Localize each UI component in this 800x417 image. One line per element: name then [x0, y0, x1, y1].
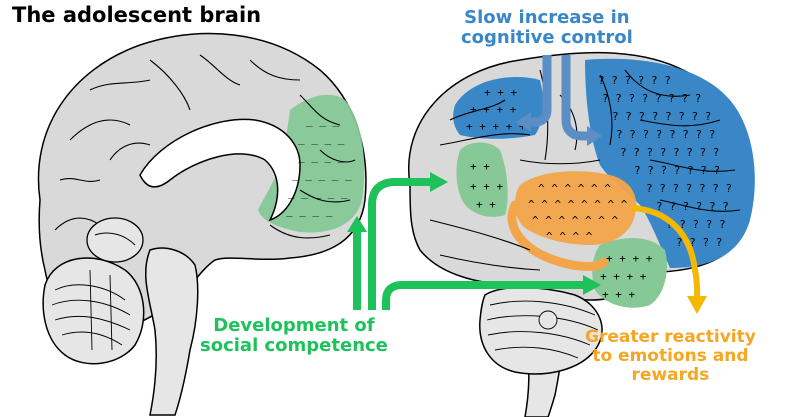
limbic-symbols: ^ ^ ^ ^ ^ ^ ^ ^ ^ ^ ^ ^ ^ ^ ^ ^ ^ ^ ^ ^ …: [528, 182, 628, 243]
svg-text:+ +: + +: [476, 198, 496, 211]
corpus-callosum: [139, 118, 301, 222]
social-arrow-lower-right: [382, 281, 585, 310]
sagittal-sulci: [54, 54, 356, 239]
sagittal-brainstem: [144, 247, 199, 416]
cognitive-arrow-right: [561, 55, 590, 141]
svg-text:_ _ _ _: _ _ _ _: [298, 132, 345, 145]
svg-text:? ? ? ? ? ? ? ?: ? ? ? ? ? ? ? ?: [602, 92, 701, 105]
svg-text:? ? ? ? ? ?: ? ? ? ? ? ?: [598, 74, 671, 87]
cognitive-label-line-2: cognitive control: [461, 27, 633, 49]
cerebellum-folia: [51, 269, 131, 351]
emotion-arrow: [631, 205, 707, 314]
svg-text:+ +: + +: [470, 160, 490, 173]
svg-text:_ _ _ _: _ _ _ _: [286, 204, 333, 217]
diagram-title: The adolescent brain: [12, 3, 262, 27]
cognitive-control-label: Slow increase in cognitive control: [461, 7, 633, 49]
svg-text:_ _ _ _ _: _ _ _ _ _: [288, 186, 348, 199]
social-arrow-upper-right: [368, 178, 432, 310]
anterior-temporal-symbols: + + + + + + + + + + +: [600, 252, 653, 301]
social-competence-label: Development of social competence: [200, 315, 388, 357]
limbic-region: [514, 171, 637, 245]
social-label-line-1: Development of: [213, 315, 375, 336]
svg-text:+ + + +: + + + +: [600, 270, 647, 283]
emotion-label-line-1: Greater reactivity: [585, 327, 756, 347]
temporo-parietal-symbols: + + + + + + +: [470, 160, 503, 211]
svg-text:+ + +: + + +: [602, 288, 635, 301]
social-arrows: [347, 172, 601, 310]
parietal-symbols: + + + + + + + + + + + +: [466, 86, 526, 133]
svg-text:? ? ? ? ? ? ? ?: ? ? ? ? ? ? ? ?: [620, 146, 719, 159]
svg-text:_ _ _: _ _ _: [306, 114, 339, 127]
emotion-label-line-3: rewards: [631, 365, 710, 386]
sagittal-brain: _ _ _ _ _ _ _ _ _ _ _ _ _ _ _ _ _ _ _ _ …: [37, 32, 367, 416]
svg-text:? ? ? ? ? ? ? ?: ? ? ? ? ? ? ? ?: [612, 110, 711, 123]
lateral-cerebellum-folia: [486, 300, 599, 359]
emotional-reactivity-label: Greater reactivity to emotions and rewar…: [585, 327, 756, 386]
svg-text:+ + + +: + + + +: [470, 103, 517, 116]
svg-text:? ? ? ? ? ? ?: ? ? ? ? ? ? ?: [646, 182, 732, 195]
cognitive-arrows: [516, 55, 602, 146]
temporo-parietal-region: [456, 142, 508, 217]
svg-text:^ ^ ^ ^ ^ ^: ^ ^ ^ ^ ^ ^: [538, 182, 611, 195]
svg-text:+ + +: + + +: [484, 86, 517, 99]
svg-text:+ + + + +: + + + + +: [466, 120, 526, 133]
thalamus: [86, 217, 144, 263]
svg-text:+ + +: + + +: [470, 180, 503, 193]
sagittal-cerebellum: [42, 257, 145, 365]
emotion-arrow-curve: [631, 205, 701, 301]
lateral-cerebellum: [479, 286, 603, 375]
emotion-label-line-2: to emotions and: [592, 346, 749, 367]
lateral-sulci: [429, 69, 741, 271]
cognitive-arrow-left: [528, 55, 552, 127]
lateral-brain: ? ? ? ? ? ? ? ? ? ? ? ? ? ? ? ? ? ? ? ? …: [408, 51, 755, 417]
svg-text:^ ^ ^ ^ ^ ^ ^: ^ ^ ^ ^ ^ ^ ^: [532, 214, 618, 227]
limbic-arc: [507, 200, 609, 271]
svg-text:^ ^ ^ ^ ^ ^ ^ ^: ^ ^ ^ ^ ^ ^ ^ ^: [528, 198, 628, 211]
svg-text:_ _ _ _ _: _ _ _ _ _: [292, 168, 352, 181]
social-label-line-2: social competence: [200, 335, 388, 357]
svg-text:? ? ? ? ? ?: ? ? ? ? ? ?: [656, 200, 729, 213]
svg-text:+ + + +: + + + +: [606, 252, 653, 265]
svg-text:_ _ _ _: _ _ _ _: [298, 150, 345, 163]
svg-text:^ ^ ^ ^: ^ ^ ^ ^: [546, 230, 593, 243]
prefrontal-region: [585, 58, 755, 269]
svg-text:? ? ? ? ? ? ?: ? ? ? ? ? ? ?: [634, 164, 720, 177]
cognitive-label-line-1: Slow increase in: [464, 7, 630, 28]
anterior-temporal-region: [592, 238, 667, 308]
svg-text:? ? ? ? ? ? ? ?: ? ? ? ? ? ? ? ?: [616, 128, 715, 141]
medial-prefrontal-symbols: _ _ _ _ _ _ _ _ _ _ _ _ _ _ _ _ _ _ _ _ …: [286, 114, 352, 217]
